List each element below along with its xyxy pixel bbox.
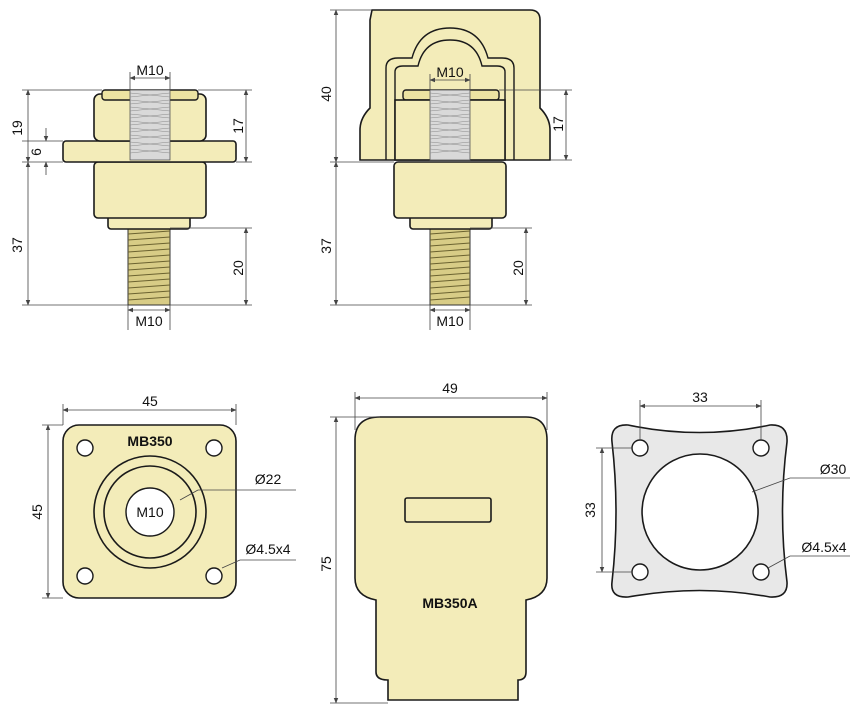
internal-thread-mesh (129, 92, 171, 154)
dim-20-label: 20 (510, 260, 526, 276)
hole-diameter-label: Ø4.5x4 (245, 541, 290, 557)
mount-hole-br (205, 567, 223, 585)
gasket-hole-tl (631, 439, 649, 457)
dim-33-width-label: 33 (692, 389, 708, 405)
dim-45-height-label: 45 (29, 504, 45, 520)
gasket-view: 33 33 Ø30 Ø4.5x4 (582, 389, 850, 598)
bottom-thread-label: M10 (135, 313, 162, 329)
mb350-side-dimensions (22, 72, 252, 330)
dim-37-label: 37 (318, 238, 334, 254)
lower-body (393, 161, 507, 219)
mb350a-side-view: M10 M10 40 37 17 20 (318, 9, 572, 330)
mount-hole-tr (205, 439, 223, 457)
mb350-top-dimensions (42, 404, 296, 599)
mb350a-cover-view: 49 75 MB350A (318, 380, 548, 704)
mb350a-cover-dimensions (330, 392, 548, 704)
gasket-hole-tr (752, 439, 770, 457)
internal-thread (429, 89, 471, 161)
dim-6-label: 6 (28, 148, 44, 156)
dim-37-label: 37 (9, 237, 25, 253)
bottom-stud-threads (127, 230, 171, 301)
dim-75-label: 75 (318, 556, 334, 572)
dim-33-height-label: 33 (582, 502, 598, 518)
bottom-stud-threads (429, 230, 471, 301)
internal-thread (129, 89, 171, 161)
mount-hole-tl (76, 439, 94, 457)
gasket-hole-br (752, 563, 770, 581)
cover-shape (354, 416, 548, 701)
diameter-30-label: Ø30 (820, 461, 847, 477)
dim-17-label: 17 (230, 118, 246, 134)
cover-window (404, 497, 492, 523)
cover-outer-channel (385, 27, 515, 160)
lower-body (93, 161, 207, 219)
dim-19-label: 19 (9, 120, 25, 136)
mb350-top-view: MB350 M10 45 45 Ø22 Ø4.5x4 (29, 393, 296, 599)
mb350-side-view: M10 M10 19 6 37 17 20 (9, 62, 252, 330)
gasket-hole-diameter-label: Ø4.5x4 (801, 539, 846, 555)
mb350a-side-dimensions (330, 9, 572, 330)
gasket-hole-bl (631, 563, 649, 581)
dim-49-label: 49 (442, 380, 458, 396)
gasket-plate (611, 424, 788, 598)
cover-inner-channel (394, 39, 506, 160)
top-thread-label: M10 (136, 62, 163, 78)
dim-45-width-label: 45 (142, 393, 158, 409)
model-label-mb350: MB350 (127, 433, 172, 449)
top-thread-label: M10 (436, 64, 463, 80)
bottom-thread-label: M10 (436, 313, 463, 329)
dim-20-label: 20 (230, 260, 246, 276)
diameter-22-label: Ø22 (255, 471, 282, 487)
gasket-dimensions (596, 400, 850, 573)
internal-thread-mesh (429, 92, 471, 154)
mount-hole-bl (76, 567, 94, 585)
dim-40-label: 40 (318, 86, 334, 102)
model-label-mb350a: MB350A (422, 595, 477, 611)
center-thread-label: M10 (136, 504, 163, 520)
dim-17-label: 17 (550, 116, 566, 132)
thread-hole (125, 487, 175, 537)
